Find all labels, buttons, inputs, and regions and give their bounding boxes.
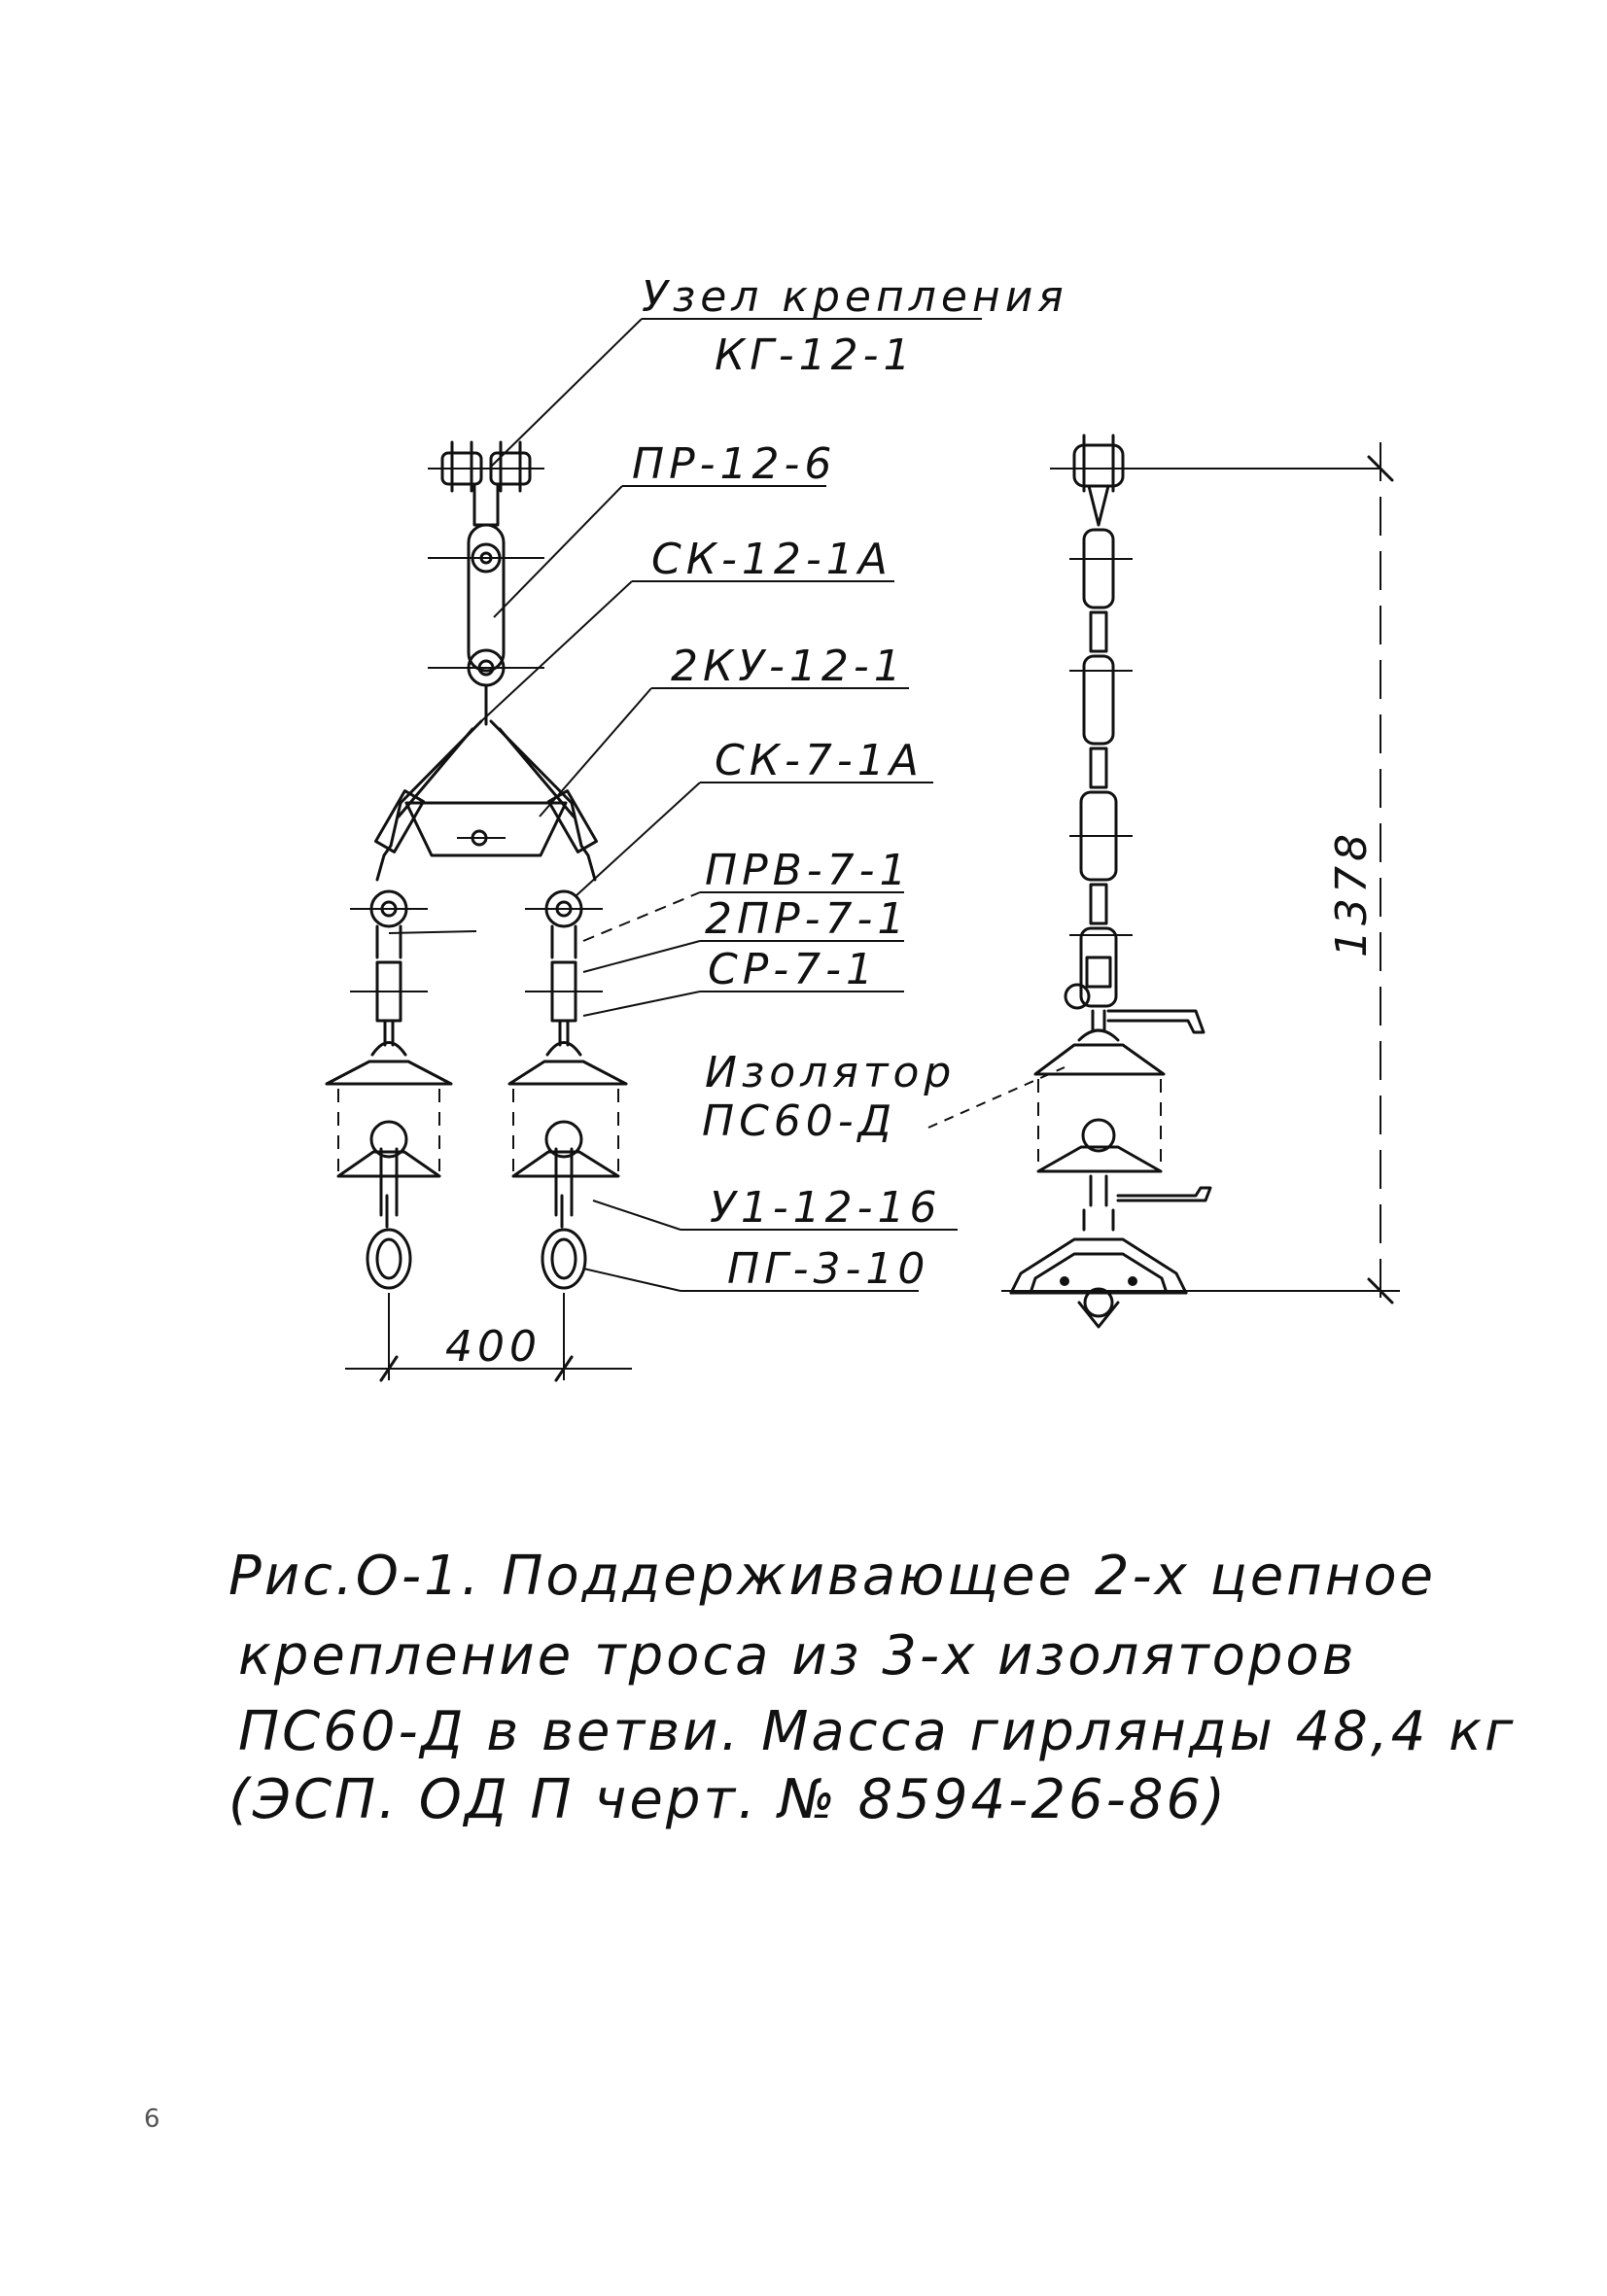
label-2pr-7-1: 2ПР-7-1 — [705, 894, 909, 944]
caption-line-3: ПС60-Д в ветви. Масса гирлянды 48,4 кг — [238, 1700, 1516, 1763]
front-view: 400 — [325, 440, 632, 1382]
label-u1-12-16: У1-12-16 — [710, 1183, 942, 1233]
caption-line-2: крепление троса из 3-х изоляторов — [238, 1624, 1357, 1687]
side-clamp-pg — [1009, 1208, 1188, 1329]
link-pr-12-6 — [428, 523, 544, 687]
label-sr-7-1: СР-7-1 — [708, 945, 878, 994]
label-pg-3-10: ПГ-3-10 — [727, 1244, 929, 1294]
side-insulator — [1033, 1028, 1212, 1207]
caption-line-4: (ЭСП. ОД П черт. № 8594-26-86) — [228, 1768, 1228, 1831]
yoke-2ku-12-1 — [373, 683, 599, 882]
label-sk-7-1a: СК-7-1А — [715, 736, 924, 785]
label-node-title: Узел крепления — [642, 272, 1068, 322]
label-sk-12-1a: СК-12-1А — [651, 535, 892, 584]
part-labels: Узел крепления КГ-12-1 ПР-12-6 СК-12-1А … — [632, 272, 1068, 1294]
branch-left — [325, 889, 453, 1380]
caption-line-1: Рис.О-1. Поддерживающее 2-х цепное — [228, 1545, 1436, 1608]
leader-lines — [388, 318, 1066, 1292]
page-number: 6 — [144, 2105, 160, 2134]
branch-right — [507, 889, 628, 1380]
label-insulator-2: ПС60-Д — [702, 1096, 896, 1146]
label-2ku-12-1: 2КУ-12-1 — [671, 642, 906, 691]
side-chain — [1064, 528, 1205, 1034]
dimension-height-label: 1378 — [1327, 829, 1377, 957]
side-view: 1378 — [1001, 434, 1400, 1329]
label-prv-7-1: ПРВ-7-1 — [705, 846, 912, 895]
dimension-height: 1378 — [1327, 442, 1394, 1307]
label-pr-12-6: ПР-12-6 — [632, 439, 836, 489]
label-node-code: КГ-12-1 — [715, 330, 916, 380]
label-insulator-1: Изолятор — [705, 1048, 956, 1097]
dimension-width: 400 — [345, 1322, 632, 1382]
clamp-node-kg — [428, 440, 544, 527]
dimension-width-label: 400 — [445, 1322, 541, 1372]
figure-caption: Рис.О-1. Поддерживающее 2-х цепное крепл… — [228, 1545, 1516, 1831]
